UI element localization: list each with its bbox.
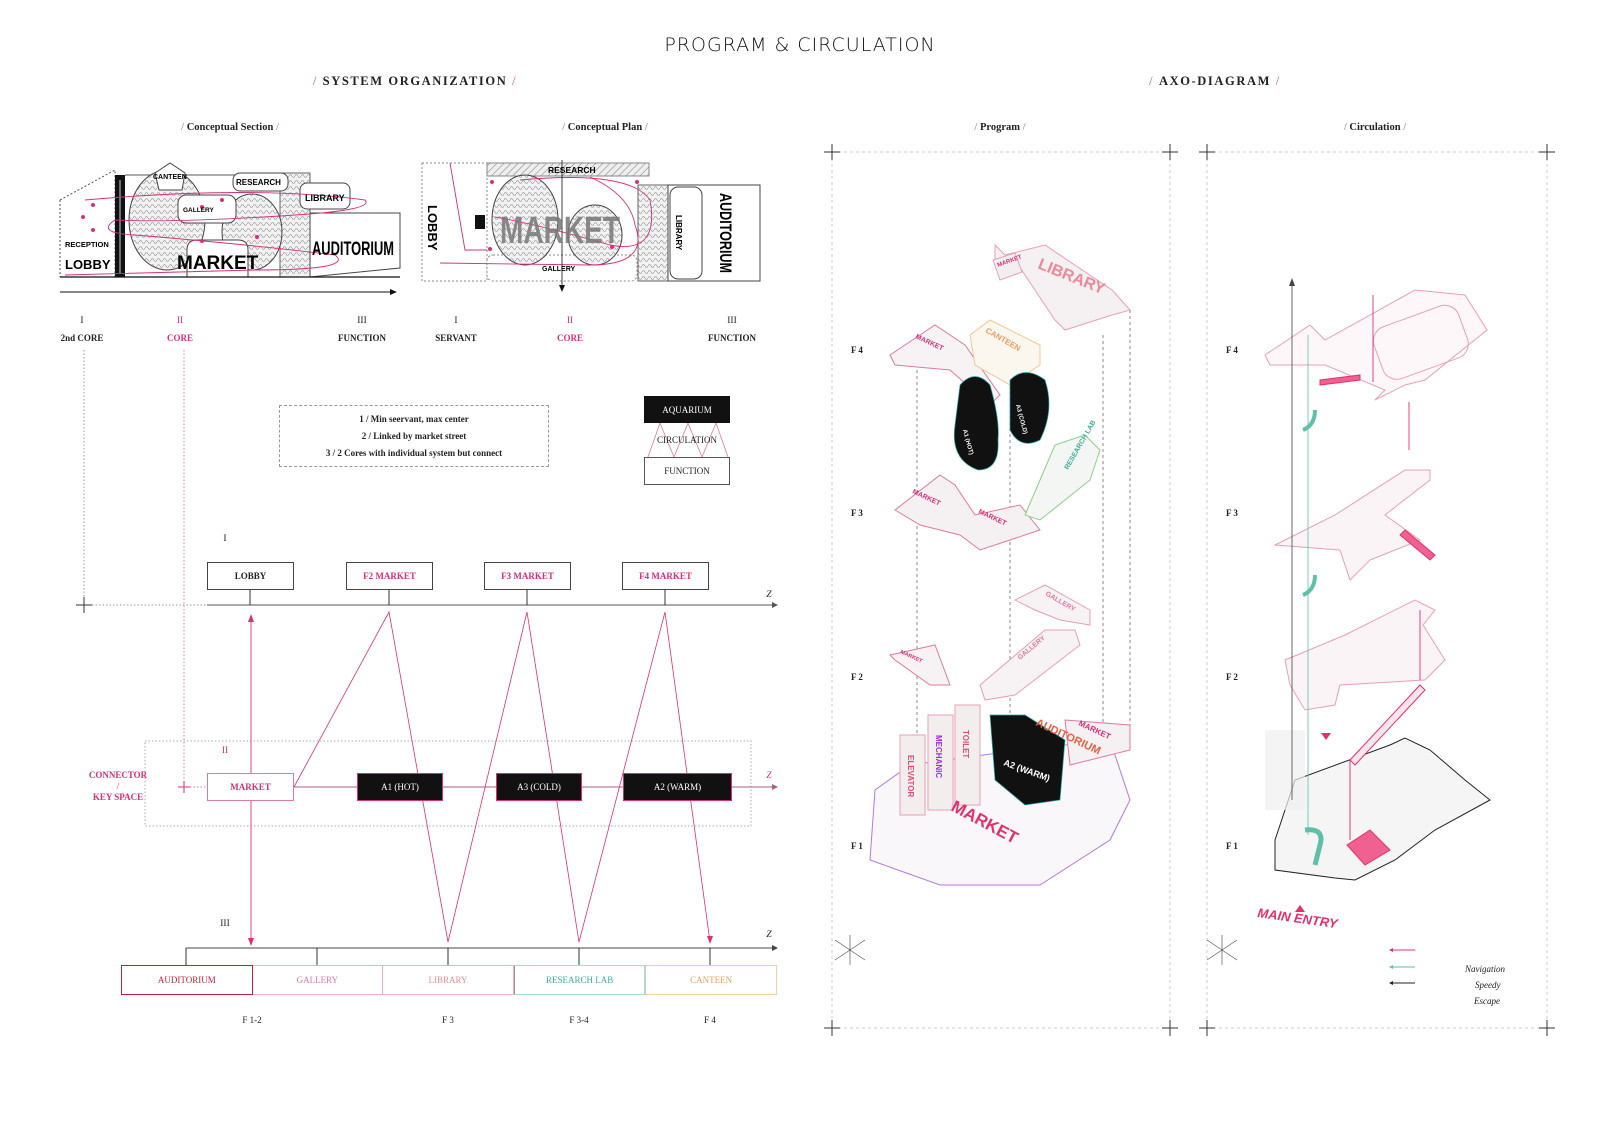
plan-label-gallery: GALLERY <box>542 266 576 273</box>
principle-item: 1 / Min seervant, max center <box>359 414 469 424</box>
program-heading: / Program / <box>974 122 1026 133</box>
function-row: AUDITORIUM GALLERY LIBRARY RESEARCH LAB … <box>121 965 777 995</box>
program-mechanic-label: MECHANIC <box>934 735 943 778</box>
zone-name: FUNCTION <box>707 333 756 343</box>
conceptual-section-heading: / Conceptual Section / <box>181 122 279 133</box>
section-label-lobby: LOBBY <box>65 257 111 272</box>
node-library: LIBRARY <box>383 965 514 995</box>
section-label-gallery: GALLERY <box>183 207 214 214</box>
level-2-roman: II <box>221 746 229 756</box>
axo-circulation-drawing: MAIN ENTRY <box>1199 144 1555 1036</box>
section-label-library: LIBRARY <box>305 193 345 203</box>
floor-range: F 3 <box>442 1015 454 1025</box>
program-floor-label: F 1 <box>851 841 863 851</box>
node-a3-cold: A3 (COLD) <box>496 773 582 801</box>
section-label-research: RESEARCH <box>236 178 281 187</box>
floor-range: F 4 <box>704 1015 716 1025</box>
node-f3-market: F3 MARKET <box>484 562 571 590</box>
section-label-reception: RECEPTION <box>65 240 109 249</box>
axis-widget-icon <box>1206 935 1238 965</box>
principles-box: 1 / Min seervant, max center 2 / Linked … <box>279 405 549 467</box>
legend-navigation: Navigation <box>1465 964 1505 974</box>
legend-circulation: CIRCULATION <box>657 435 717 445</box>
circulation-dots <box>81 198 259 243</box>
conceptual-section-drawing: CANTEEN RESEARCH GALLERY LIBRARY RECEPTI… <box>59 162 401 295</box>
zone-roman: II <box>176 316 184 326</box>
principle-item: 2 / Linked by market street <box>361 431 467 441</box>
floor-range: F 1-2 <box>242 1015 262 1025</box>
node-canteen: CANTEEN <box>645 965 777 995</box>
zone-roman: I <box>454 316 458 326</box>
circulation-legend-arrows <box>1389 948 1415 985</box>
node-a1-hot: A1 (HOT) <box>357 773 443 801</box>
section-label-market: MARKET <box>177 253 259 274</box>
node-f4-market: F4 MARKET <box>622 562 709 590</box>
floor-range: F 3-4 <box>569 1015 589 1025</box>
legend-escape: Escape <box>1474 996 1500 1006</box>
zone-name: CORE <box>166 333 193 343</box>
program-toilet-label: TOILET <box>961 730 970 758</box>
level-2-axis-label: Z <box>766 771 772 781</box>
zone-name: 2nd CORE <box>60 333 104 343</box>
plan-label-lobby: LOBBY <box>425 205 440 251</box>
node-research-lab: RESEARCH LAB <box>513 965 646 995</box>
section-label-auditorium: AUDITORIUM <box>312 239 394 260</box>
zone-roman: III <box>357 316 367 326</box>
circulation-heading: / Circulation / <box>1343 122 1407 133</box>
program-floor-label: F 3 <box>851 508 863 518</box>
legend-speedy: Speedy <box>1475 980 1501 990</box>
plan-label-research: RESEARCH <box>548 165 596 175</box>
plan-label-library: LIBRARY <box>674 215 683 251</box>
axo-diagram-heading: / AXO-DIAGRAM / <box>1149 74 1281 88</box>
program-elevator-label: ELEVATOR <box>906 755 915 797</box>
connector-key-space-label: CONNECTOR / KEY SPACE <box>88 770 148 802</box>
zone-name: SERVANT <box>435 333 477 343</box>
zone-name: CORE <box>556 333 583 343</box>
legend-aquarium: AQUARIUM <box>644 396 730 423</box>
level-1-axis-label: Z <box>766 590 772 600</box>
level-1-roman: I <box>223 534 227 544</box>
conceptual-plan-heading: / Conceptual Plan / <box>562 122 648 133</box>
system-organization-heading: / SYSTEM ORGANIZATION / <box>312 74 518 88</box>
node-f2-market: F2 MARKET <box>346 562 433 590</box>
node-auditorium: AUDITORIUM <box>121 965 253 995</box>
circulation-floor-label: F 2 <box>1226 672 1238 682</box>
zone-roman: I <box>80 316 84 326</box>
legend-function: FUNCTION <box>644 457 730 485</box>
circulation-floor-label: F 4 <box>1226 345 1238 355</box>
node-market: MARKET <box>207 773 294 801</box>
page-title: PROGRAM & CIRCULATION <box>664 34 936 56</box>
circulation-floor-label: F 3 <box>1226 508 1238 518</box>
zone-roman: III <box>727 316 737 326</box>
program-floor-label: F 4 <box>851 345 863 355</box>
circulation-floor-label: F 1 <box>1226 841 1238 851</box>
conceptual-plan-drawing: RESEARCH LOBBY MARKET LIBRARY AUDITORIUM… <box>421 160 761 292</box>
node-a2-warm: A2 (WARM) <box>623 773 732 801</box>
axis-widget-icon <box>834 935 866 965</box>
level-3-roman: III <box>220 919 230 929</box>
zone-roman: II <box>566 316 574 326</box>
section-label-canteen: CANTEEN <box>153 174 187 181</box>
node-lobby: LOBBY <box>207 562 294 590</box>
slash: / <box>312 74 323 88</box>
axo-program-drawing: LIBRARY MARKET MARKET CANTEEN A1 (HOT) A… <box>824 144 1178 1036</box>
plan-label-auditorium: AUDITORIUM <box>716 193 735 273</box>
principle-item: 3 / 2 Cores with individual system but c… <box>325 448 503 458</box>
plan-label-market: MARKET <box>500 210 620 252</box>
program-floor-label: F 2 <box>851 672 863 682</box>
zone-name: FUNCTION <box>337 333 386 343</box>
node-gallery: GALLERY <box>252 965 384 995</box>
level-3-axis-label: Z <box>766 930 772 940</box>
